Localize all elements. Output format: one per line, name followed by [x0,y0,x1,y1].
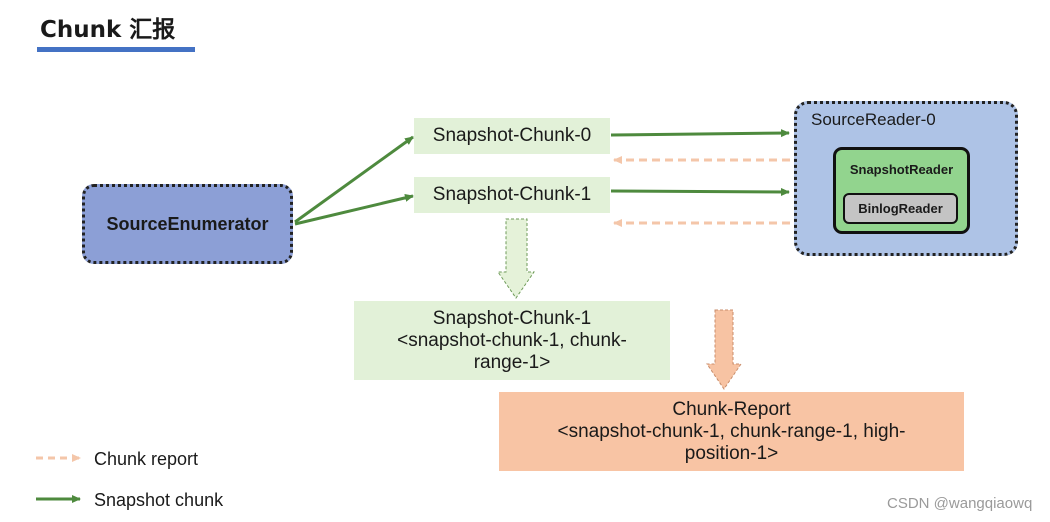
legend-snapshot-label: Snapshot chunk [94,490,224,510]
snapshot-chunk-1-node: Snapshot-Chunk-1 [414,177,610,213]
chunk-report-box: Chunk-Report <snapshot-chunk-1, chunk-ra… [499,392,964,471]
snapshot-chunk-0-node: Snapshot-Chunk-0 [414,118,610,154]
source-reader-title: SourceReader-0 [811,110,936,129]
source-reader-node: SourceReader-0 SnapshotReader BinlogRead… [794,101,1018,256]
arrow-chunk-0-to-reader [610,129,790,138]
page-title: Chunk 汇报 [40,17,176,43]
arrow-enumerator-to-chunk-1 [294,193,414,226]
title-underline [37,47,195,52]
down-arrow-green [497,218,535,299]
snapshot-reader-label: SnapshotReader [849,162,954,177]
chunk-report-line-3: position-1> [684,442,779,464]
chunk-report-line-1: Chunk-Report [672,398,791,420]
result-chunk-line-3: range-1> [473,351,551,373]
snapshot-reader-node: SnapshotReader BinlogReader [833,147,970,234]
arrow-enumerator-to-chunk-0 [294,135,414,224]
chunk-report-line-2: <snapshot-chunk-1, chunk-range-1, high- [557,420,906,442]
down-arrow-peach [706,309,742,390]
result-chunk-box: Snapshot-Chunk-1 <snapshot-chunk-1, chun… [354,301,670,380]
binlog-reader-node: BinlogReader [843,193,958,224]
result-chunk-line-2: <snapshot-chunk-1, chunk- [397,329,627,351]
arrow-chunk-1-to-reader [610,187,790,196]
result-chunk-line-1: Snapshot-Chunk-1 [432,307,592,329]
source-enumerator-node: SourceEnumerator [82,184,293,264]
legend-report-label: Chunk report [94,449,199,469]
watermark: CSDN @wangqiaowq [887,495,1033,512]
